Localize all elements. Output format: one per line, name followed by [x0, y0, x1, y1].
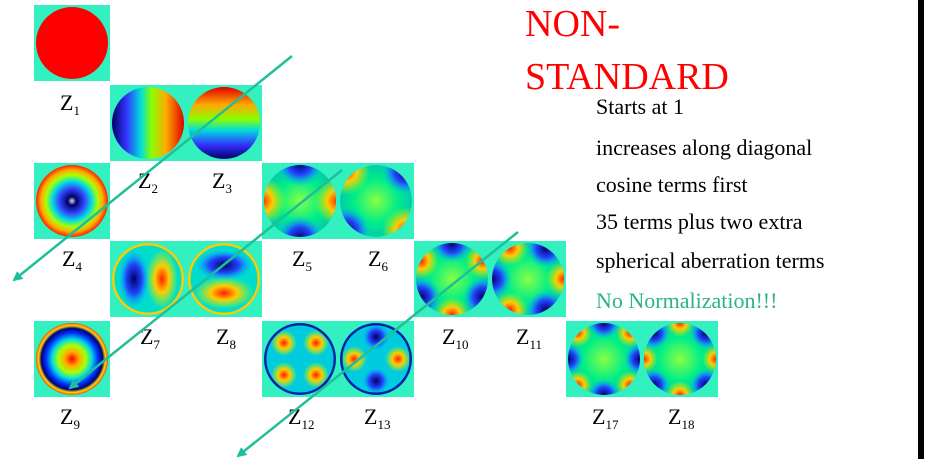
coma-x-map — [112, 243, 184, 315]
title-line-2: STANDARD — [525, 56, 729, 98]
bullet-3: cosine terms first — [596, 172, 748, 197]
bullet-4: 35 terms plus two extra — [596, 209, 803, 234]
label-z9: Z9 — [60, 404, 80, 432]
zernike-tile-z9 — [34, 321, 110, 397]
astigmatism-45-map — [340, 165, 412, 237]
label-z2: Z2 — [138, 168, 158, 196]
zernike-tile-z17 — [566, 321, 642, 397]
tetrafoil-x-map — [568, 323, 640, 395]
zernike-tile-z3 — [186, 85, 262, 161]
trefoil-x-map — [416, 243, 488, 315]
label-z13: Z13 — [364, 404, 391, 432]
label-z17: Z17 — [592, 404, 619, 432]
tilt-y-map — [188, 87, 260, 159]
tetrafoil-y-map — [644, 323, 716, 395]
label-z3: Z3 — [212, 168, 232, 196]
label-z10: Z10 — [442, 324, 469, 352]
diagonal-arrow-2 — [68, 169, 343, 390]
zernike-tile-z2 — [110, 85, 186, 161]
label-z6: Z6 — [368, 246, 388, 274]
bullet-2: increases along diagonal — [596, 135, 813, 160]
label-z8: Z8 — [216, 324, 236, 352]
label-z5: Z5 — [292, 246, 312, 274]
zernike-tile-z1 — [34, 5, 110, 81]
trefoil-y-map — [492, 243, 564, 315]
piston-map — [36, 7, 108, 79]
label-z18: Z18 — [668, 404, 695, 432]
label-z1: Z1 — [60, 90, 80, 118]
zernike-tile-z11 — [490, 241, 566, 317]
diagonal-arrow-1 — [12, 55, 293, 282]
diagonal-arrow-3 — [236, 231, 519, 458]
right-edge-bar — [918, 0, 924, 459]
label-z11: Z11 — [516, 324, 542, 352]
label-z4: Z4 — [62, 246, 82, 274]
zernike-tile-z10 — [414, 241, 490, 317]
tilt-x-map — [112, 87, 184, 159]
zernike-tile-z12 — [262, 321, 338, 397]
zernike-tile-z6 — [338, 163, 414, 239]
title-line-1: NON- — [525, 3, 620, 45]
bullet-1: Starts at 1 — [596, 94, 684, 119]
secondary-astigmatism-0-map — [264, 323, 336, 395]
no-normalization-note: No Normalization!!! — [596, 288, 778, 313]
zernike-tile-z8 — [186, 241, 262, 317]
zernike-tile-z18 — [642, 321, 718, 397]
zernike-tile-z13 — [338, 321, 414, 397]
bullet-5: spherical aberration terms — [596, 248, 825, 273]
label-z12: Z12 — [288, 404, 315, 432]
spherical-map — [36, 323, 108, 395]
secondary-astigmatism-45-map — [340, 323, 412, 395]
label-z7: Z7 — [140, 324, 160, 352]
